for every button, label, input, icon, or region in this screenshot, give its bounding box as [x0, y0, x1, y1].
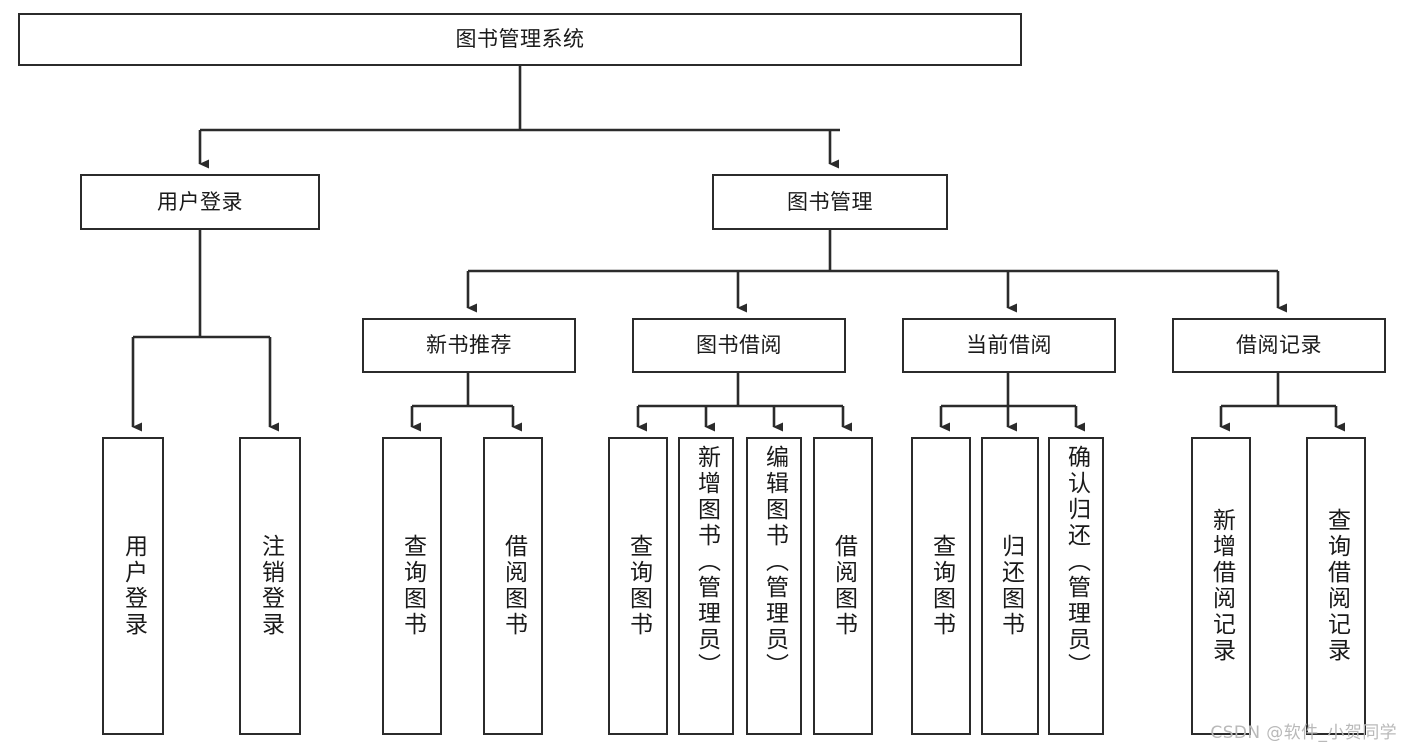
leaf-query-book-2-label: 查询图书: [625, 534, 652, 638]
leaf-query-book-2[interactable]: 查询图书: [608, 437, 668, 735]
node-user-login[interactable]: 用户登录: [80, 174, 320, 230]
node-current-borrow[interactable]: 当前借阅: [902, 318, 1116, 373]
leaf-query-book-1[interactable]: 查询图书: [382, 437, 442, 735]
leaf-query-book-3[interactable]: 查询图书: [911, 437, 971, 735]
leaf-edit-book-label: 编辑图书（管理员）: [761, 445, 788, 679]
leaf-borrow-book-1[interactable]: 借阅图书: [483, 437, 543, 735]
leaf-return-book-label: 归还图书: [997, 534, 1024, 638]
leaf-user-login[interactable]: 用户登录: [102, 437, 164, 735]
node-borrow-record-label: 借阅记录: [1236, 333, 1322, 358]
node-borrow-record[interactable]: 借阅记录: [1172, 318, 1386, 373]
node-new-book-recommend[interactable]: 新书推荐: [362, 318, 576, 373]
leaf-query-book-3-label: 查询图书: [928, 534, 955, 638]
leaf-confirm-return[interactable]: 确认归还（管理员）: [1048, 437, 1104, 735]
node-book-borrow-label: 图书借阅: [696, 333, 782, 358]
leaf-add-record[interactable]: 新增借阅记录: [1191, 437, 1251, 735]
watermark-text: CSDN @软件_小贺同学: [1210, 723, 1397, 743]
node-book-borrow[interactable]: 图书借阅: [632, 318, 846, 373]
leaf-logout-login-label: 注销登录: [257, 534, 284, 638]
node-root-label: 图书管理系统: [455, 27, 585, 52]
leaf-borrow-book-1-label: 借阅图书: [500, 534, 527, 638]
leaf-add-book-label: 新增图书（管理员）: [693, 445, 720, 679]
leaf-query-book-1-label: 查询图书: [399, 534, 426, 638]
leaf-borrow-book-2[interactable]: 借阅图书: [813, 437, 873, 735]
node-user-login-label: 用户登录: [157, 189, 243, 214]
node-root[interactable]: 图书管理系统: [18, 13, 1022, 66]
node-new-book-recommend-label: 新书推荐: [426, 333, 512, 358]
leaf-return-book[interactable]: 归还图书: [981, 437, 1039, 735]
leaf-logout-login[interactable]: 注销登录: [239, 437, 301, 735]
leaf-user-login-label: 用户登录: [120, 534, 147, 638]
leaf-add-record-label: 新增借阅记录: [1208, 508, 1235, 664]
node-current-borrow-label: 当前借阅: [966, 333, 1052, 358]
node-book-manage[interactable]: 图书管理: [712, 174, 948, 230]
leaf-add-book[interactable]: 新增图书（管理员）: [678, 437, 734, 735]
leaf-confirm-return-label: 确认归还（管理员）: [1063, 445, 1090, 679]
leaf-query-record-label: 查询借阅记录: [1323, 508, 1350, 664]
leaf-query-record[interactable]: 查询借阅记录: [1306, 437, 1366, 735]
node-book-manage-label: 图书管理: [787, 189, 873, 214]
leaf-edit-book[interactable]: 编辑图书（管理员）: [746, 437, 802, 735]
leaf-borrow-book-2-label: 借阅图书: [830, 534, 857, 638]
